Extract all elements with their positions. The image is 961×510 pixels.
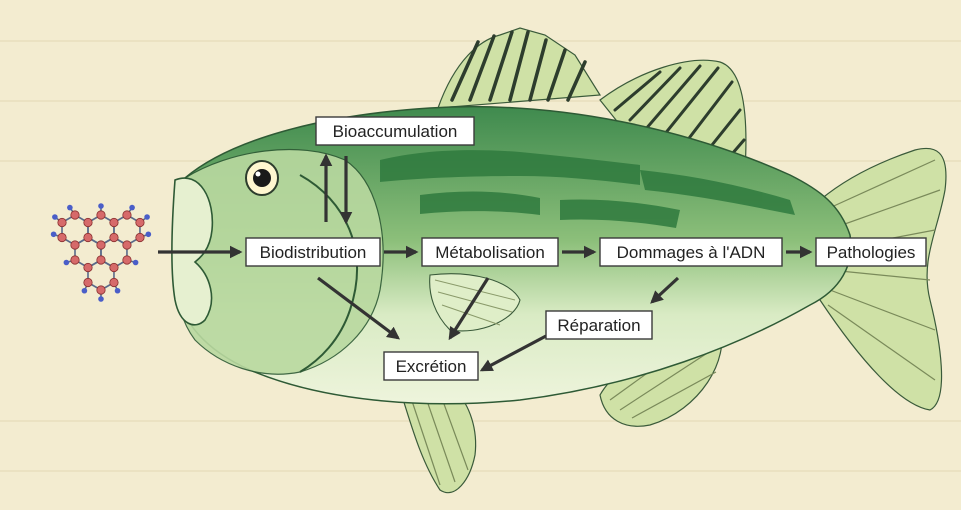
- carbon-atom: [84, 233, 92, 241]
- node-dommages-adn: Dommages à l'ADN: [600, 238, 782, 266]
- node-excretion-label: Excrétion: [396, 357, 467, 376]
- hydrogen-atom: [82, 288, 88, 294]
- node-biodistribution-label: Biodistribution: [260, 243, 367, 262]
- carbon-atom: [71, 241, 79, 249]
- carbon-atom: [84, 263, 92, 271]
- carbon-atom: [123, 241, 131, 249]
- carbon-atom: [97, 211, 105, 219]
- node-pathologies-label: Pathologies: [827, 243, 916, 262]
- hydrogen-atom: [133, 260, 139, 266]
- fish-eye: [246, 161, 278, 195]
- node-pathologies: Pathologies: [816, 238, 926, 266]
- carbon-atom: [110, 278, 118, 286]
- node-reparation-label: Réparation: [557, 316, 640, 335]
- carbon-atom: [97, 241, 105, 249]
- carbon-atom: [71, 256, 79, 264]
- node-biodistribution: Biodistribution: [246, 238, 380, 266]
- carbon-atom: [84, 278, 92, 286]
- node-metabolisation: Métabolisation: [422, 238, 558, 266]
- hydrogen-atom: [98, 203, 104, 209]
- carbon-atom: [110, 233, 118, 241]
- carbon-atom: [97, 286, 105, 294]
- carbon-atom: [110, 263, 118, 271]
- hydrogen-atom: [51, 231, 57, 237]
- hydrogen-atom: [52, 214, 58, 220]
- node-dommages-adn-label: Dommages à l'ADN: [617, 243, 766, 262]
- carbon-atom: [136, 233, 144, 241]
- node-bioaccumulation: Bioaccumulation: [316, 117, 474, 145]
- node-metabolisation-label: Métabolisation: [435, 243, 545, 262]
- carbon-atom: [123, 256, 131, 264]
- carbon-atom: [123, 211, 131, 219]
- node-reparation: Réparation: [546, 311, 652, 339]
- carbon-atom: [136, 218, 144, 226]
- hydrogen-atom: [64, 260, 70, 266]
- hydrogen-atom: [67, 205, 73, 211]
- carbon-atom: [97, 256, 105, 264]
- carbon-atom: [84, 218, 92, 226]
- node-excretion: Excrétion: [384, 352, 478, 380]
- carbon-atom: [58, 218, 66, 226]
- hydrogen-atom: [115, 288, 121, 294]
- hydrogen-atom: [146, 231, 152, 237]
- hydrogen-atom: [129, 205, 135, 211]
- hydrogen-atom: [98, 296, 104, 302]
- hydrogen-atom: [144, 214, 150, 220]
- carbon-atom: [58, 233, 66, 241]
- carbon-atom: [71, 211, 79, 219]
- node-bioaccumulation-label: Bioaccumulation: [333, 122, 458, 141]
- carbon-atom: [110, 218, 118, 226]
